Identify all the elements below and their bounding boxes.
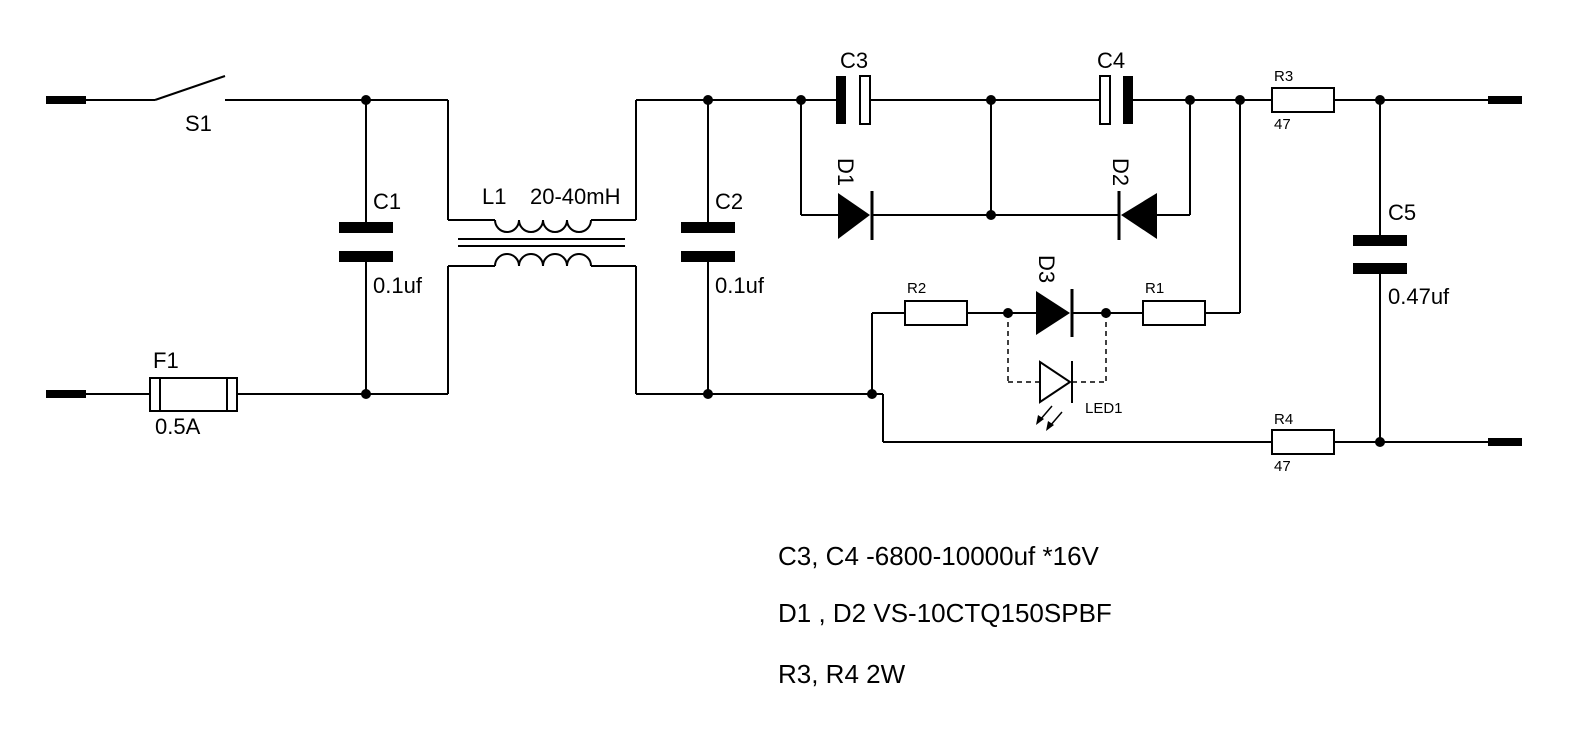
c2-value: 0.1uf [715, 273, 765, 298]
d2-label: D2 [1108, 158, 1133, 186]
note-diodes: D1 , D2 VS-10CTQ150SPBF [778, 598, 1112, 628]
capacitor-c5 [1353, 100, 1407, 442]
d3-label: D3 [1034, 255, 1059, 283]
f1-value: 0.5A [155, 414, 201, 439]
s1-label: S1 [185, 111, 212, 136]
c1-label: C1 [373, 189, 401, 214]
inductor-l1 [447, 100, 637, 394]
c5-label: C5 [1388, 200, 1416, 225]
capacitor-c4 [1099, 75, 1272, 125]
c3-label: C3 [840, 48, 868, 73]
c1-value: 0.1uf [373, 273, 423, 298]
r2-label: R2 [907, 280, 926, 297]
resistor-r4 [872, 393, 1490, 455]
junction-dots [361, 95, 1385, 447]
r3-label: R3 [1274, 68, 1293, 85]
d1-label: D1 [833, 158, 858, 186]
fuse-f1 [86, 377, 448, 412]
diode-d1 [800, 100, 991, 240]
r4-label: R4 [1274, 411, 1293, 428]
note-resistors: R3, R4 2W [778, 659, 906, 689]
resistor-r2 [872, 300, 1036, 326]
capacitor-c1 [339, 100, 393, 394]
r3-value: 47 [1274, 116, 1291, 133]
diode-d2 [991, 100, 1191, 240]
resistor-r1 [1142, 300, 1240, 326]
switch-s1 [86, 75, 448, 101]
diode-d3 [1036, 289, 1143, 337]
resistor-r3 [1271, 87, 1490, 113]
led-led1 [1007, 313, 1107, 431]
r4-value: 47 [1274, 458, 1291, 475]
l1-value: 20-40mH [530, 184, 620, 209]
c2-label: C2 [715, 189, 743, 214]
f1-label: F1 [153, 348, 179, 373]
l1-label: L1 [482, 184, 506, 209]
capacitor-c2 [681, 100, 735, 394]
r1-label: R1 [1145, 280, 1164, 297]
note-capacitors: C3, C4 -6800-10000uf *16V [778, 541, 1100, 571]
c5-value: 0.47uf [1388, 284, 1450, 309]
led1-label: LED1 [1085, 400, 1123, 417]
c4-label: C4 [1097, 48, 1125, 73]
capacitor-c3 [836, 75, 1100, 125]
